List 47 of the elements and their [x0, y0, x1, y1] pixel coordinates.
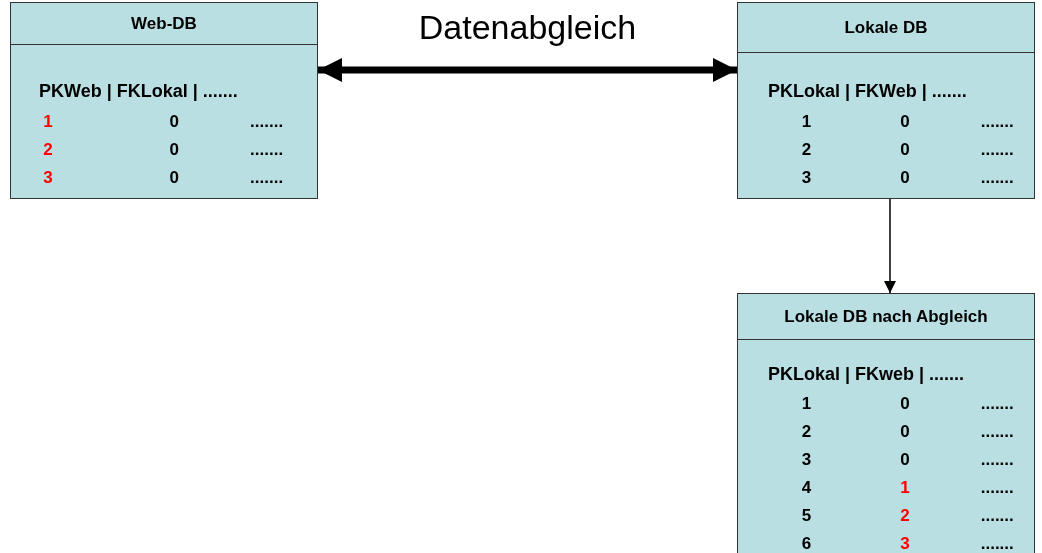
table-cell: 5	[801, 506, 812, 526]
table-cell: 0	[169, 168, 179, 188]
table-cell: 1	[801, 394, 812, 414]
table-cell: 0	[900, 168, 910, 188]
table-cell: 2	[801, 140, 812, 160]
column-header: PKLokal | FKWeb | .......	[768, 81, 967, 102]
table-cell: .......	[980, 450, 1014, 470]
table-cell: 2	[801, 422, 812, 442]
table-cell: 1	[43, 112, 53, 132]
table-cell: 0	[900, 394, 910, 414]
table-title: Lokale DB	[844, 17, 928, 38]
table-cell: .......	[980, 506, 1014, 526]
table-cell: 2	[900, 506, 910, 526]
table-cell: 6	[801, 534, 812, 553]
table-title: Lokale DB nach Abgleich	[784, 306, 988, 327]
table-cell: 0	[900, 450, 910, 470]
table-box	[10, 2, 318, 199]
arrow	[884, 198, 896, 294]
table-cell: .......	[980, 112, 1014, 132]
table-cell: 3	[43, 168, 53, 188]
table-cell: .......	[980, 168, 1014, 188]
table-cell: 0	[900, 140, 910, 160]
table-cell: 0	[169, 112, 179, 132]
table-cell: .......	[980, 534, 1014, 553]
table-box	[737, 2, 1035, 199]
table-cell: 4	[801, 478, 812, 498]
table-title: Web-DB	[131, 13, 197, 34]
table-cell: .......	[250, 140, 284, 160]
table-cell: 0	[900, 422, 910, 442]
table-cell: 3	[900, 534, 910, 553]
table-cell: 3	[801, 168, 812, 188]
table-cell: .......	[980, 140, 1014, 160]
table-cell: 0	[900, 112, 910, 132]
table-cell: .......	[980, 394, 1014, 414]
table-cell: 2	[43, 140, 53, 160]
column-header: PKLokal | FKweb | .......	[768, 364, 965, 385]
table-cell: .......	[250, 168, 284, 188]
arrow	[318, 58, 737, 82]
column-header: PKWeb | FKLokal | .......	[39, 81, 238, 102]
table-cell: 1	[801, 112, 812, 132]
table-cell: .......	[980, 478, 1014, 498]
table-cell: 3	[801, 450, 812, 470]
table-cell: .......	[250, 112, 284, 132]
table-cell: .......	[980, 422, 1014, 442]
table-box	[737, 293, 1035, 553]
table-cell: 1	[900, 478, 910, 498]
table-cell: 0	[169, 140, 179, 160]
